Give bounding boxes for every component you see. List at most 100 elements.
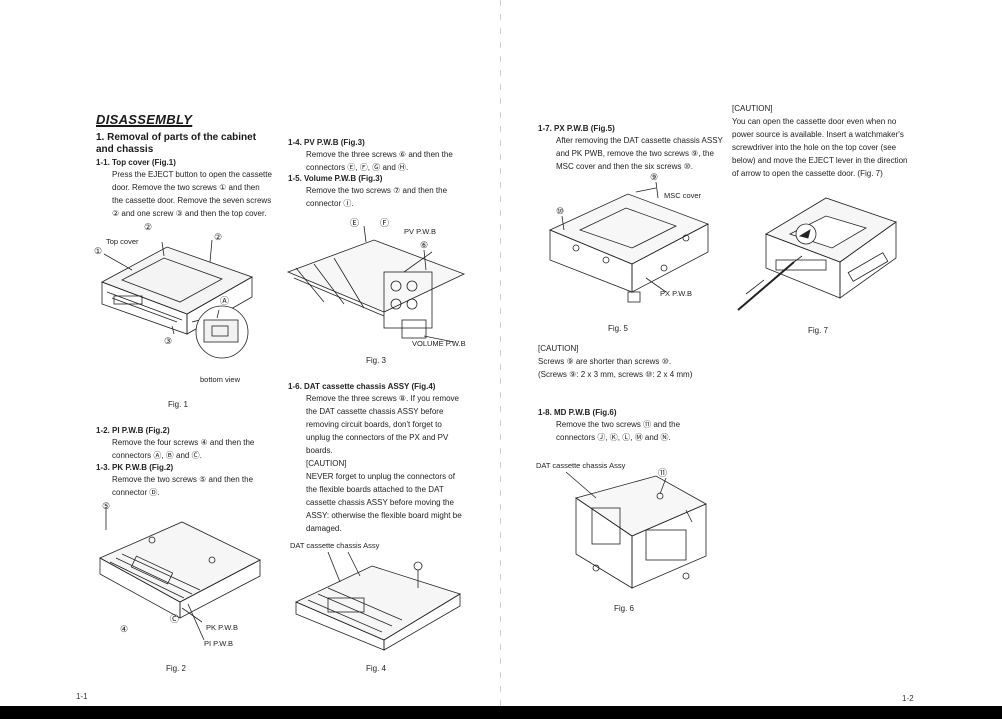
- fig2-label-pi-pwb: PI P.W.B: [204, 639, 233, 648]
- scan-border: [0, 706, 1002, 719]
- text-line: Remove the four screws ④ and then the: [112, 438, 255, 447]
- page-number-right: 1-2: [902, 694, 914, 703]
- fig2-label-c: Ⓒ: [170, 614, 179, 624]
- text-line: Remove the two screws ⑪ and the: [556, 420, 681, 429]
- figure-2-drawing: ⑤ ④ Ⓒ PK P.W.B PI P.W.B: [99, 501, 261, 648]
- fig3-label-e: Ⓔ: [350, 218, 359, 228]
- fig1-label-screw3: ③: [164, 336, 172, 346]
- fig6-label-screw11: ⑪: [658, 468, 667, 478]
- caution-2: [CAUTION] You can open the cassette door…: [732, 102, 908, 180]
- text-line: the cassette door. Remove the seven scre…: [112, 196, 272, 205]
- figure-4: DAT cassette chassis Assy: [288, 536, 468, 654]
- figure-4-drawing: DAT cassette chassis Assy: [290, 541, 461, 651]
- fig3-label-screw6: ⑥: [420, 240, 428, 250]
- text-line: door. Remove the two screws ① and then: [112, 183, 260, 192]
- text-line: (Screws ⑨: 2 x 3 mm, screws ⑩: 2 x 4 mm): [538, 370, 693, 379]
- text-line: Press the EJECT button to open the casse…: [112, 170, 272, 179]
- text-line: connectors Ⓐ, Ⓑ and Ⓒ.: [112, 451, 202, 460]
- section-1-5-body: Remove the two screws ⑦ and then the con…: [306, 184, 466, 210]
- fig3-label-pv-pwb: PV P.W.B: [404, 227, 436, 236]
- figure-6-drawing: DAT cassette chassis Assy ⑪: [536, 461, 707, 589]
- text-line: connector Ⓘ.: [306, 199, 354, 208]
- section-1-8-body: Remove the two screws ⑪ and the connecto…: [556, 418, 726, 444]
- text-line: below) and move the EJECT lever in the d…: [732, 156, 908, 165]
- text-line: the DAT cassette chassis ASSY before: [306, 407, 444, 416]
- section-1-2-body: Remove the four screws ④ and then the co…: [112, 436, 272, 462]
- fig1-label-a: Ⓐ: [220, 296, 229, 306]
- text-line: Remove the three screws ⑥ and then the: [306, 150, 453, 159]
- fig1-label-screw1: ①: [94, 246, 102, 256]
- figure-7-drawing: [737, 197, 897, 311]
- fig1-label-top-cover: Top cover: [106, 237, 139, 246]
- section-1-6-title: 1-6. DAT cassette chassis ASSY (Fig.4): [288, 382, 436, 391]
- section-1-1-title: 1-1. Top cover (Fig.1): [96, 158, 176, 167]
- section-1-1-body: Press the EJECT button to open the casse…: [112, 168, 272, 220]
- figure-1-caption: Fig. 1: [168, 400, 189, 409]
- figure-3-caption: Fig. 3: [366, 356, 387, 365]
- section-1-8-title: 1-8. MD P.W.B (Fig.6): [538, 408, 617, 417]
- text-line: Remove the three screws ⑧. If you remove: [306, 394, 460, 403]
- section-1-3-body: Remove the two screws ⑤ and then the con…: [112, 473, 272, 499]
- fig4-label-dat-assy: DAT cassette chassis Assy: [290, 541, 380, 550]
- fig5-label-px-pwb: PX P.W.B: [660, 289, 692, 298]
- fig5-label-screw10: ⑩: [556, 206, 564, 216]
- figure-2: ⑤ ④ Ⓒ PK P.W.B PI P.W.B: [92, 500, 267, 655]
- figure-3-drawing: Ⓔ Ⓕ ⑥ PV P.W.B VOLUME P.W.B: [286, 218, 466, 348]
- text-line: MSC cover and then the six screws ⑩.: [556, 162, 693, 171]
- text-line: connectors Ⓙ, Ⓚ, Ⓛ, Ⓜ and Ⓝ.: [556, 433, 671, 442]
- figure-4-caption: Fig. 4: [366, 664, 387, 673]
- figure-5-caption: Fig. 5: [608, 324, 629, 333]
- figure-7-caption: Fig. 7: [808, 326, 829, 335]
- section-1-3-title: 1-3. PK P.W.B (Fig.2): [96, 463, 174, 472]
- text-line: removing circuit boards, don't forget to: [306, 420, 442, 429]
- page-fold: [500, 0, 501, 719]
- figure-2-caption: Fig. 2: [166, 664, 187, 673]
- figure-5-drawing: ⑨ ⑩ MSC cover PX P.W.B: [549, 172, 709, 303]
- text-line: the flexible boards attached to the DAT: [306, 485, 444, 494]
- text-line: Remove the two screws ⑤ and then the: [112, 475, 254, 484]
- figure-7: [736, 184, 906, 314]
- text-line: unplug the connectors of the PX and PV: [306, 433, 449, 442]
- figure-5: ⑨ ⑩ MSC cover PX P.W.B: [536, 168, 716, 318]
- text-line: screwdriver into the hole on the top cov…: [732, 143, 897, 152]
- figure-6-caption: Fig. 6: [614, 604, 635, 613]
- text-line: connectors Ⓔ, Ⓕ, Ⓖ and Ⓗ.: [306, 163, 409, 172]
- fig5-label-screw9: ⑨: [650, 172, 658, 182]
- fig1-label-bottom-view: bottom view: [200, 375, 241, 384]
- caution-label: [CAUTION]: [538, 344, 579, 353]
- figure-6: DAT cassette chassis Assy ⑪: [536, 458, 716, 598]
- figure-3: Ⓔ Ⓕ ⑥ PV P.W.B VOLUME P.W.B: [284, 212, 474, 352]
- section-1-5-title: 1-5. Volume P.W.B (Fig.3): [288, 174, 383, 183]
- fig3-label-f: Ⓕ: [380, 218, 389, 228]
- section-1-title: 1. Removal of parts of the cabinet and c…: [96, 132, 257, 155]
- fig2-label-screw4: ④: [120, 624, 128, 634]
- text-line: power source is available. Insert a watc…: [732, 130, 904, 139]
- figure-1-drawing: Top cover ① ② ② ③ Ⓐ bottom view: [94, 222, 253, 384]
- caution-label: [CAUTION]: [306, 459, 347, 468]
- section-1-7-body: After removing the DAT cassette chassis …: [556, 134, 726, 173]
- section-1-2-title: 1-2. PI P.W.B (Fig.2): [96, 426, 170, 435]
- text-line: connector Ⓓ.: [112, 488, 160, 497]
- section-1-7-title: 1-7. PX P.W.B (Fig.5): [538, 124, 615, 133]
- page-number-left: 1-1: [76, 692, 88, 701]
- text-line: and PK PWB, remove the two screws ⑨, the: [556, 149, 714, 158]
- section-1-6-body: Remove the three screws ⑧. If you remove…: [306, 392, 466, 535]
- fig3-label-volume-pwb: VOLUME P.W.B: [412, 339, 466, 348]
- text-line: boards.: [306, 446, 333, 455]
- text-line: After removing the DAT cassette chassis …: [556, 136, 723, 145]
- fig2-label-screw5: ⑤: [102, 501, 110, 511]
- figure-1: Top cover ① ② ② ③ Ⓐ bottom view: [92, 222, 262, 387]
- text-line: You can open the cassette door even when…: [732, 117, 897, 126]
- text-line: NEVER forget to unplug the connectors of: [306, 472, 455, 481]
- caution-1: [CAUTION] Screws ⑨ are shorter than scre…: [538, 342, 738, 381]
- text-line: ASSY: otherwise the flexible board might…: [306, 511, 462, 520]
- text-line: ② and one screw ③ and then the top cover…: [112, 209, 267, 218]
- caution-label: [CAUTION]: [732, 104, 773, 113]
- section-1-4-body: Remove the three screws ⑥ and then the c…: [306, 148, 466, 174]
- text-line: of arrow to open the cassette door. (Fig…: [732, 169, 883, 178]
- text-line: damaged.: [306, 524, 342, 533]
- text-line: Screws ⑨ are shorter than screws ⑩.: [538, 357, 672, 366]
- page-heading: DISASSEMBLY: [96, 112, 193, 127]
- fig1-label-screw2b: ②: [214, 232, 222, 242]
- text-line: cassette chassis ASSY before moving the: [306, 498, 454, 507]
